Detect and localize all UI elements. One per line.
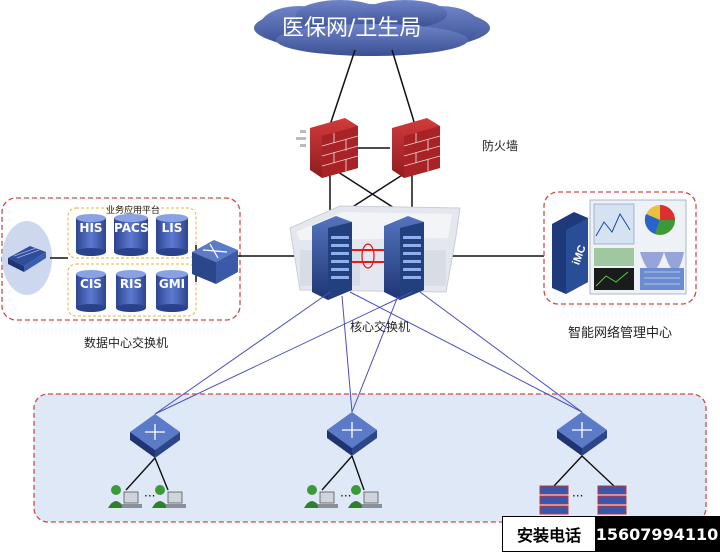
database-pacs-icon (114, 214, 148, 256)
platform-label: 业务应用平台 (106, 206, 161, 216)
contact-label: 安装电话 (503, 517, 595, 551)
workstation-icon (304, 485, 338, 508)
core-switch-icon (289, 205, 461, 300)
db-label-pacs: PACS (114, 221, 149, 235)
datacenter-switch-icon (192, 240, 238, 284)
management-zone (543, 191, 697, 305)
workstation-icon (152, 485, 186, 508)
database-his-icon (76, 214, 106, 256)
cloud-label: 医保网/卫生局 (282, 16, 422, 41)
monitoring-dashboard-icon (589, 199, 687, 295)
contact-banner: 安装电话 15607994110 (502, 516, 720, 552)
firewall-left-icon (296, 118, 359, 178)
database-lis-icon (156, 214, 188, 256)
management-label: 智能网络管理中心 (568, 326, 673, 341)
database-ris-icon (116, 270, 146, 312)
ellipsis-3: ··· (572, 489, 583, 503)
firewall-right-icon (392, 118, 441, 178)
database-gmi-icon (156, 270, 188, 312)
datacenter-label: 数据中心交换机 (84, 336, 169, 350)
firewall-label: 防火墙 (482, 139, 519, 153)
core-switch-label: 核心交换机 (350, 320, 411, 334)
platform-top-zone (67, 207, 197, 259)
ellipsis-1: ··· (144, 489, 155, 503)
database-cis-icon (76, 270, 106, 312)
datacenter-zone (1, 197, 241, 321)
storage-icon (2, 221, 52, 295)
access-switch-1-icon (130, 414, 180, 458)
imc-server-icon (552, 212, 588, 294)
db-label-cis: CIS (80, 277, 102, 291)
workstation-icon (348, 485, 382, 508)
server-stack-icon (597, 485, 627, 515)
access-switch-2-icon (327, 412, 377, 456)
cloud-icon (254, 0, 490, 56)
access-zone (33, 393, 707, 523)
workstation-icon (108, 485, 142, 508)
db-label-lis: LIS (161, 221, 183, 235)
db-label-his: HIS (79, 221, 103, 235)
db-label-gmi: GMI (158, 277, 186, 291)
access-links (154, 291, 583, 415)
endpoint-links (125, 455, 615, 491)
db-label-ris: RIS (119, 277, 143, 291)
platform-bottom-zone (67, 263, 197, 317)
contact-phone[interactable]: 15607994110 (595, 517, 719, 551)
ellipsis-2: ··· (340, 489, 351, 503)
access-switch-3-icon (557, 412, 607, 456)
server-stack-icon (539, 485, 569, 515)
